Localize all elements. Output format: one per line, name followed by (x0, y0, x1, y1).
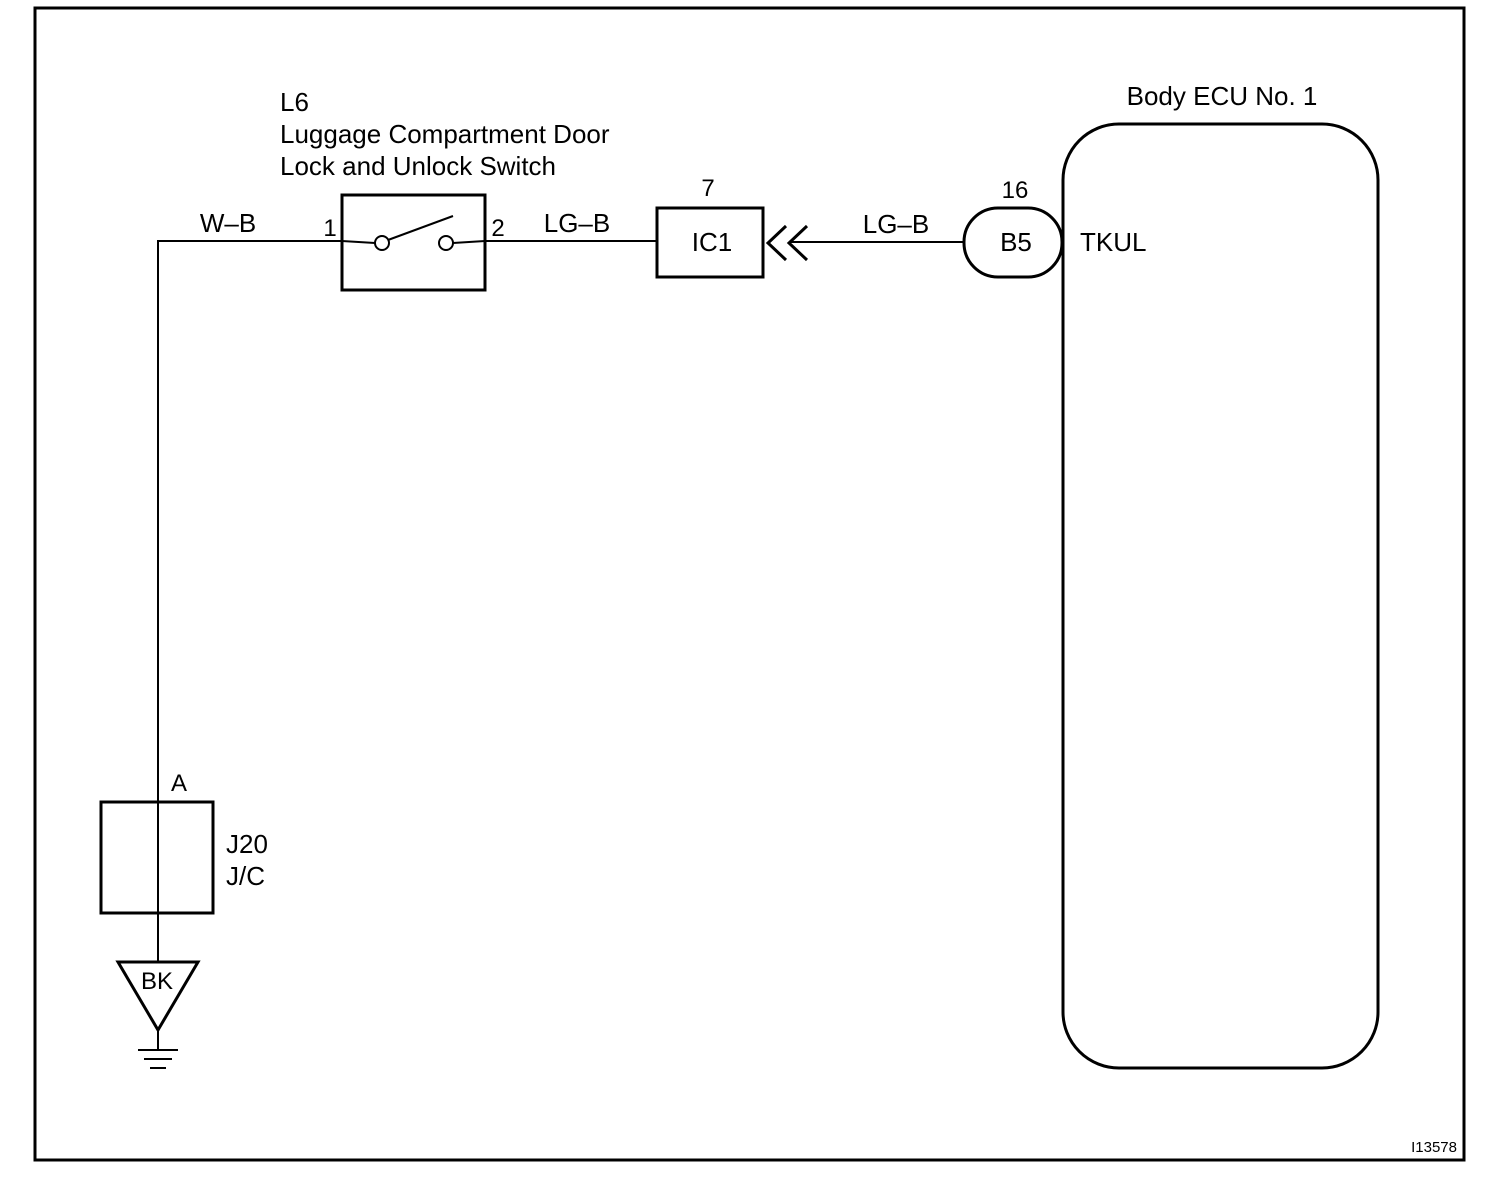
wire-label-w-b: W–B (200, 208, 256, 238)
ground-icon (138, 1049, 178, 1069)
junction-pin: A (171, 770, 187, 797)
ground-wire-color: BK (141, 968, 173, 995)
switch-pin-2: 2 (491, 215, 504, 242)
switch-lead-left (341, 240, 376, 244)
ecu-connector-pin: 16 (1002, 177, 1029, 204)
junction-type: J/C (226, 861, 265, 891)
switch-contact-right (438, 235, 454, 251)
switch-lead-right (452, 240, 486, 244)
figure-id: I13578 (1411, 1139, 1457, 1156)
connector-ic1-code: IC1 (692, 227, 732, 257)
switch-name-line2: Lock and Unlock Switch (280, 151, 556, 181)
switch-lever (387, 215, 454, 241)
wire-label-lg-b-1: LG–B (544, 208, 611, 238)
ecu-connector-code: B5 (1000, 227, 1032, 257)
wire-label-lg-b-2: LG–B (863, 209, 930, 239)
switch-body (340, 193, 487, 292)
ecu-title: Body ECU No. 1 (1127, 81, 1318, 111)
switch-name-line1: Luggage Compartment Door (280, 119, 610, 149)
junction-box (99, 800, 215, 915)
switch-contact-left (374, 235, 390, 251)
junction-code: J20 (226, 829, 268, 859)
ecu-terminal-label: TKUL (1080, 227, 1146, 257)
ground-triangle (115, 960, 201, 1033)
connector-ic1-pin: 7 (701, 175, 714, 202)
connector-ic1-box (655, 206, 765, 279)
wire-w-b (157, 240, 342, 1030)
ecu-body (1061, 122, 1380, 1070)
diagram-frame (33, 6, 1466, 1162)
switch-code: L6 (280, 87, 309, 117)
switch-pin-1: 1 (323, 215, 336, 242)
